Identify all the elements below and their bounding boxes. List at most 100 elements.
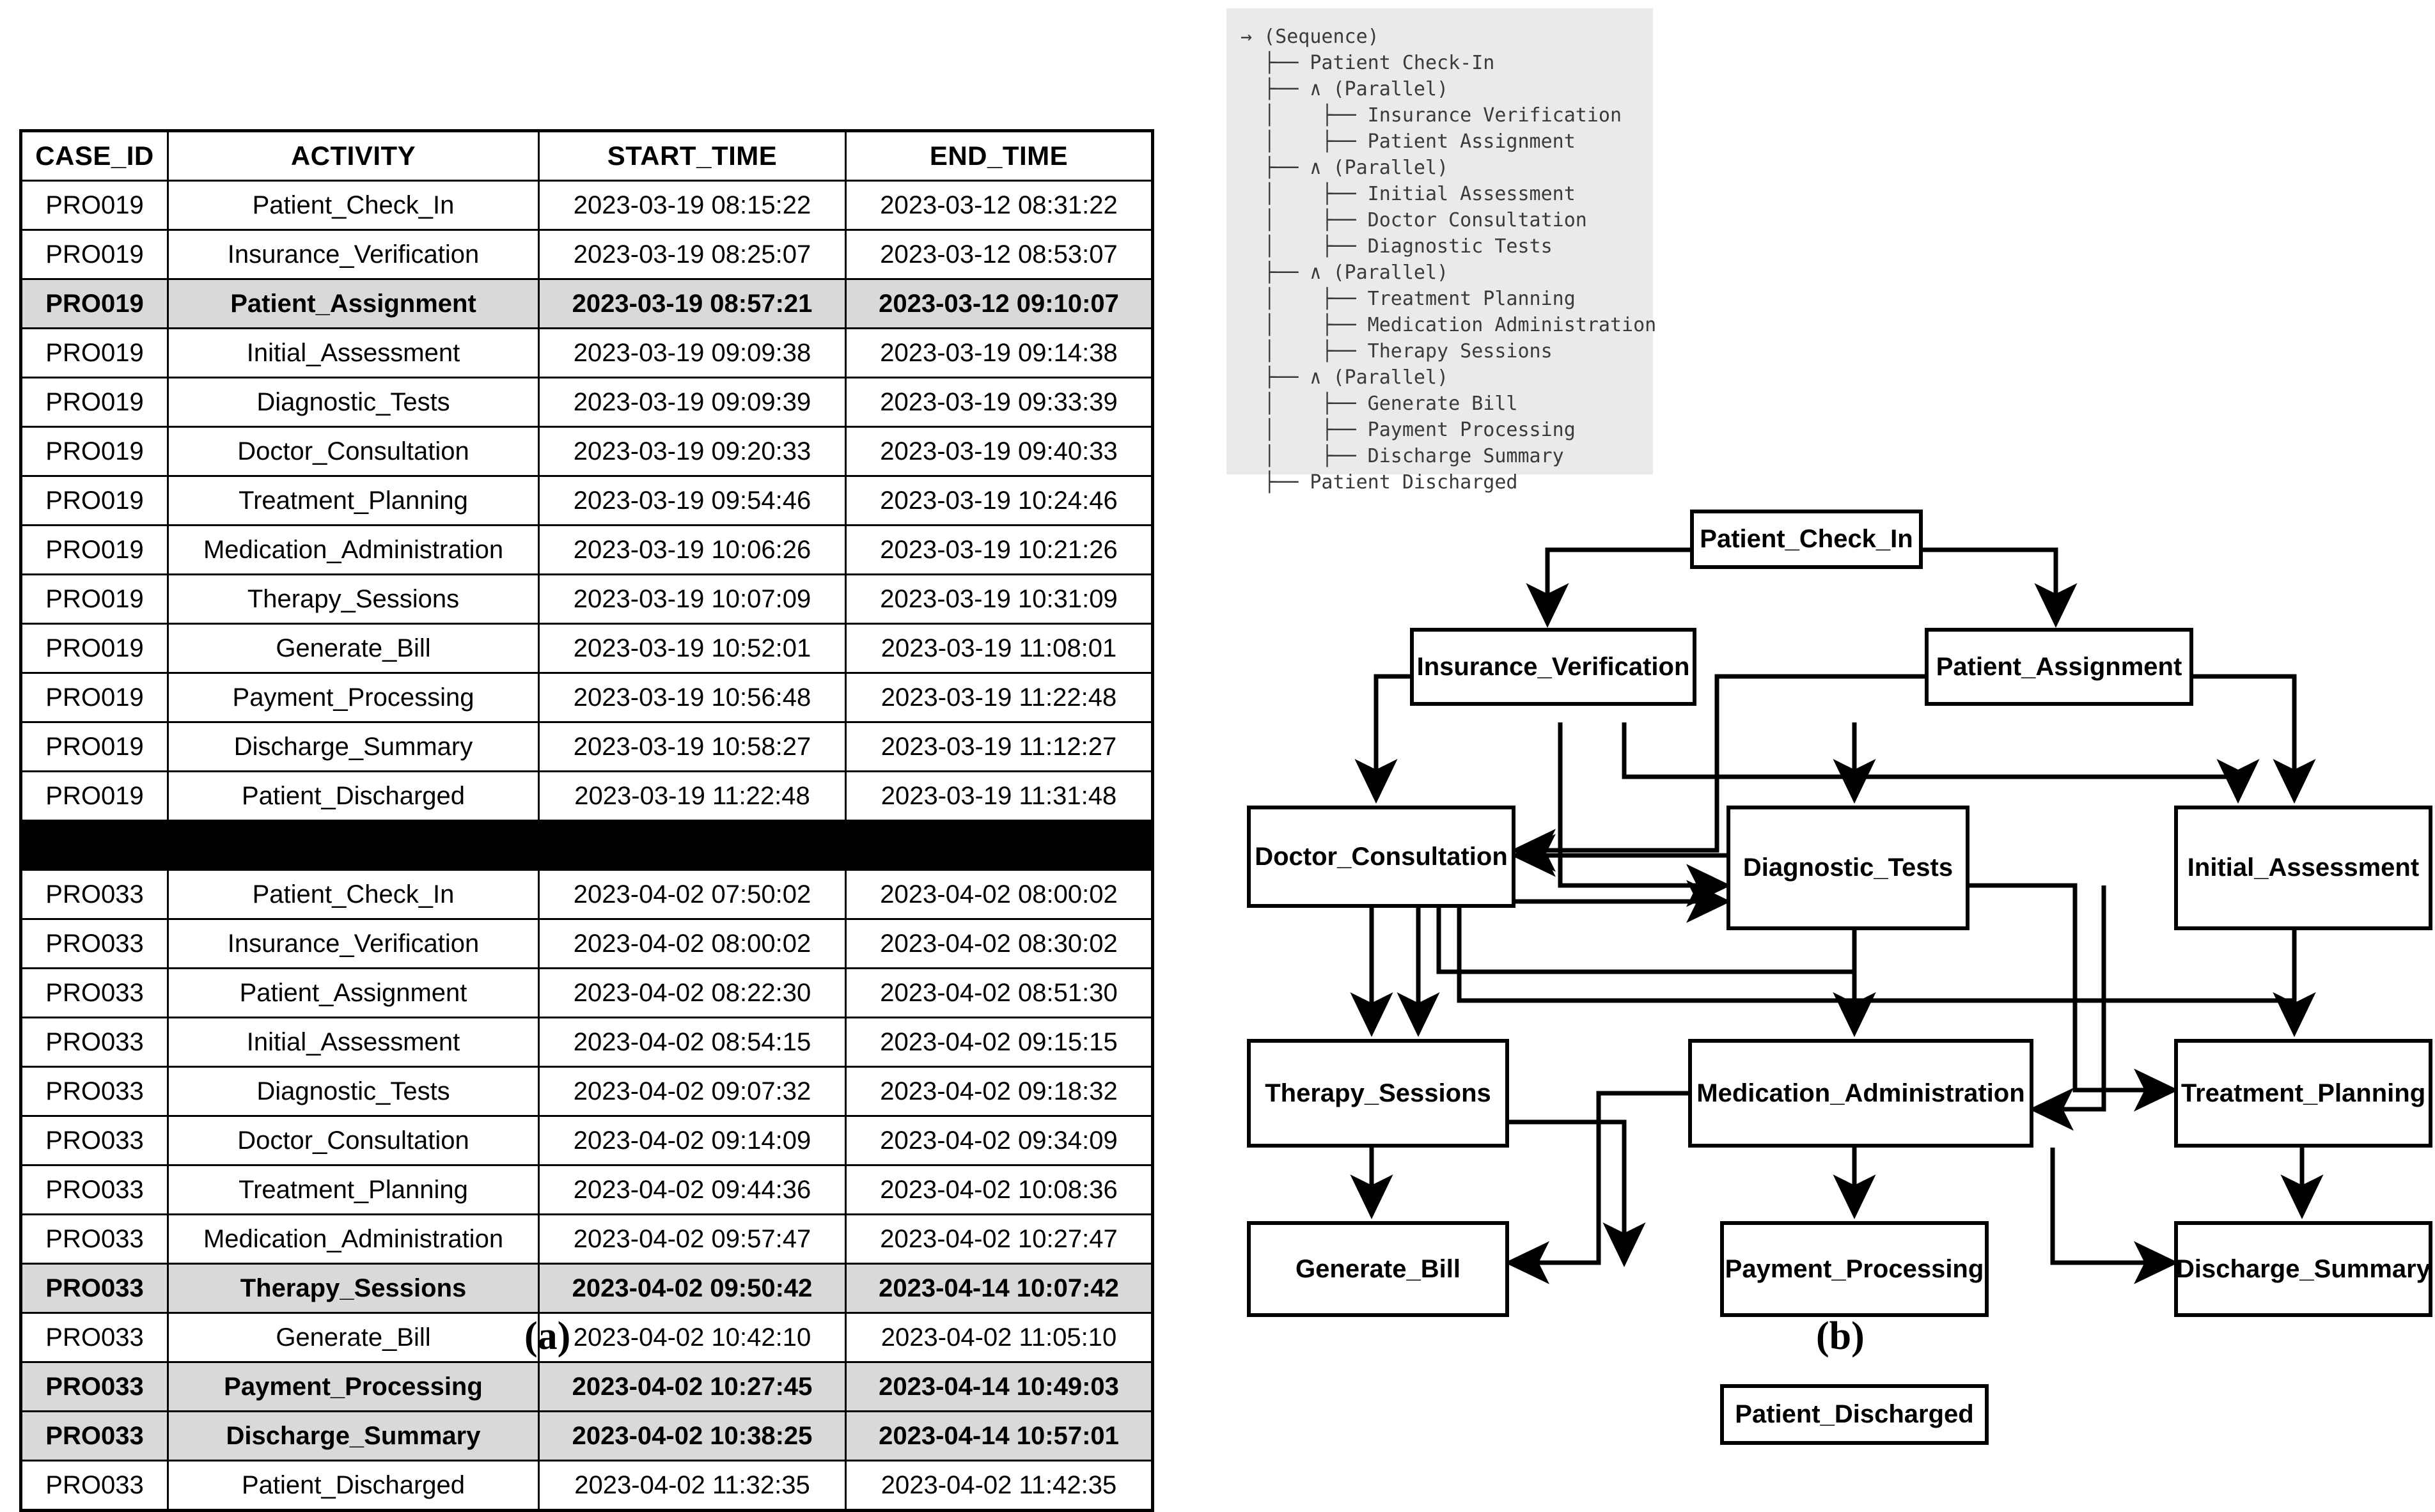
cell-start-time: 2023-03-19 10:58:27 xyxy=(538,721,847,772)
cell-start-time: 2023-03-19 10:07:09 xyxy=(538,573,847,625)
cell-end-time: 2023-03-19 10:31:09 xyxy=(845,573,1154,625)
cell-activity: Patient_Assignment xyxy=(167,967,540,1018)
cell-start-time: 2023-03-19 09:20:33 xyxy=(538,426,847,477)
cell-end-time: 2023-04-02 10:08:36 xyxy=(845,1164,1154,1215)
graph-node-therapy-sessions[interactable]: Therapy_Sessions xyxy=(1247,1039,1509,1148)
cell-case-id: PRO033 xyxy=(20,1460,169,1511)
cell-activity: Discharge_Summary xyxy=(167,721,540,772)
graph-node-patient-discharged[interactable]: Patient_Discharged xyxy=(1720,1384,1989,1445)
cell-start-time: 2023-03-19 09:09:39 xyxy=(538,377,847,428)
cell-activity: Insurance_Verification xyxy=(167,229,540,280)
cell-start-time: 2023-03-19 09:54:46 xyxy=(538,475,847,526)
graph-node-doctor-consultation[interactable]: Doctor_Consultation xyxy=(1247,806,1515,908)
column-header-case-id[interactable]: CASE_ID xyxy=(20,130,169,182)
cell-activity: Treatment_Planning xyxy=(167,475,540,526)
table-separator-row xyxy=(20,820,1153,871)
cell-start-time: 2023-03-19 10:56:48 xyxy=(538,672,847,723)
cell-activity: Doctor_Consultation xyxy=(167,426,540,477)
cell-start-time: 2023-04-02 09:44:36 xyxy=(538,1164,847,1215)
cell-activity: Therapy_Sessions xyxy=(167,573,540,625)
cell-case-id: PRO019 xyxy=(20,475,169,526)
cell-case-id: PRO033 xyxy=(20,1410,169,1461)
graph-node-payment-processing[interactable]: Payment_Processing xyxy=(1720,1221,1989,1317)
graph-node-patient-check-in[interactable]: Patient_Check_In xyxy=(1690,510,1923,569)
graph-node-discharge-summary[interactable]: Discharge_Summary xyxy=(2174,1221,2432,1317)
cell-case-id: PRO033 xyxy=(20,869,169,920)
cell-end-time: 2023-03-19 09:33:39 xyxy=(845,377,1154,428)
graph-node-patient-assignment[interactable]: Patient_Assignment xyxy=(1925,628,2193,706)
cell-start-time: 2023-04-02 09:14:09 xyxy=(538,1115,847,1166)
cell-case-id: PRO033 xyxy=(20,1213,169,1265)
cell-case-id: PRO019 xyxy=(20,229,169,280)
cell-end-time: 2023-04-02 08:00:02 xyxy=(845,869,1154,920)
cell-start-time: 2023-04-02 09:50:42 xyxy=(538,1263,847,1314)
cell-case-id: PRO033 xyxy=(20,918,169,969)
graph-node-treatment-planning[interactable]: Treatment_Planning xyxy=(2174,1039,2432,1148)
cell-case-id: PRO019 xyxy=(20,426,169,477)
column-header-end-time[interactable]: END_TIME xyxy=(845,130,1154,182)
column-header-start-time[interactable]: START_TIME xyxy=(538,130,847,182)
cell-case-id: PRO019 xyxy=(20,377,169,428)
cell-activity: Diagnostic_Tests xyxy=(167,1066,540,1117)
cell-case-id: PRO019 xyxy=(20,623,169,674)
graph-node-initial-assessment[interactable]: Initial_Assessment xyxy=(2174,806,2432,930)
cell-end-time: 2023-03-19 11:31:48 xyxy=(845,770,1154,822)
cell-case-id: PRO033 xyxy=(20,1312,169,1363)
cell-activity: Patient_Check_In xyxy=(167,180,540,231)
cell-end-time: 2023-04-14 10:49:03 xyxy=(845,1361,1154,1412)
cell-end-time: 2023-03-19 09:14:38 xyxy=(845,327,1154,378)
graph-node-diagnostic-tests[interactable]: Diagnostic_Tests xyxy=(1726,806,1969,930)
cell-activity: Medication_Administration xyxy=(167,524,540,575)
cell-case-id: PRO019 xyxy=(20,721,169,772)
cell-end-time: 2023-04-14 10:57:01 xyxy=(845,1410,1154,1461)
cell-case-id: PRO033 xyxy=(20,1017,169,1068)
cell-end-time: 2023-03-19 11:22:48 xyxy=(845,672,1154,723)
cell-start-time: 2023-04-02 07:50:02 xyxy=(538,869,847,920)
cell-case-id: PRO019 xyxy=(20,278,169,329)
process-tree-panel: → (Sequence) ├── Patient Check-In ├── ∧ … xyxy=(1226,8,1656,494)
cell-case-id: PRO019 xyxy=(20,180,169,231)
column-header-activity[interactable]: ACTIVITY xyxy=(167,130,540,182)
graph-node-generate-bill[interactable]: Generate_Bill xyxy=(1247,1221,1509,1317)
process-tree-text: → (Sequence) ├── Patient Check-In ├── ∧ … xyxy=(1241,26,1657,494)
graph-node-insurance-verification[interactable]: Insurance_Verification xyxy=(1410,628,1696,706)
graph-node-medication-administration[interactable]: Medication_Administration xyxy=(1688,1039,2033,1148)
cell-start-time: 2023-03-19 11:22:48 xyxy=(538,770,847,822)
cell-end-time: 2023-03-19 09:40:33 xyxy=(845,426,1154,477)
cell-start-time: 2023-03-19 10:52:01 xyxy=(538,623,847,674)
cell-start-time: 2023-03-19 10:06:26 xyxy=(538,524,847,575)
cell-case-id: PRO033 xyxy=(20,967,169,1018)
cell-end-time: 2023-04-02 08:30:02 xyxy=(845,918,1154,969)
cell-case-id: PRO019 xyxy=(20,524,169,575)
cell-case-id: PRO033 xyxy=(20,1066,169,1117)
cell-end-time: 2023-04-14 10:07:42 xyxy=(845,1263,1154,1314)
event-log-panel: CASE_ID ACTIVITY START_TIME END_TIME PRO… xyxy=(19,129,1154,1512)
cell-activity: Doctor_Consultation xyxy=(167,1115,540,1166)
